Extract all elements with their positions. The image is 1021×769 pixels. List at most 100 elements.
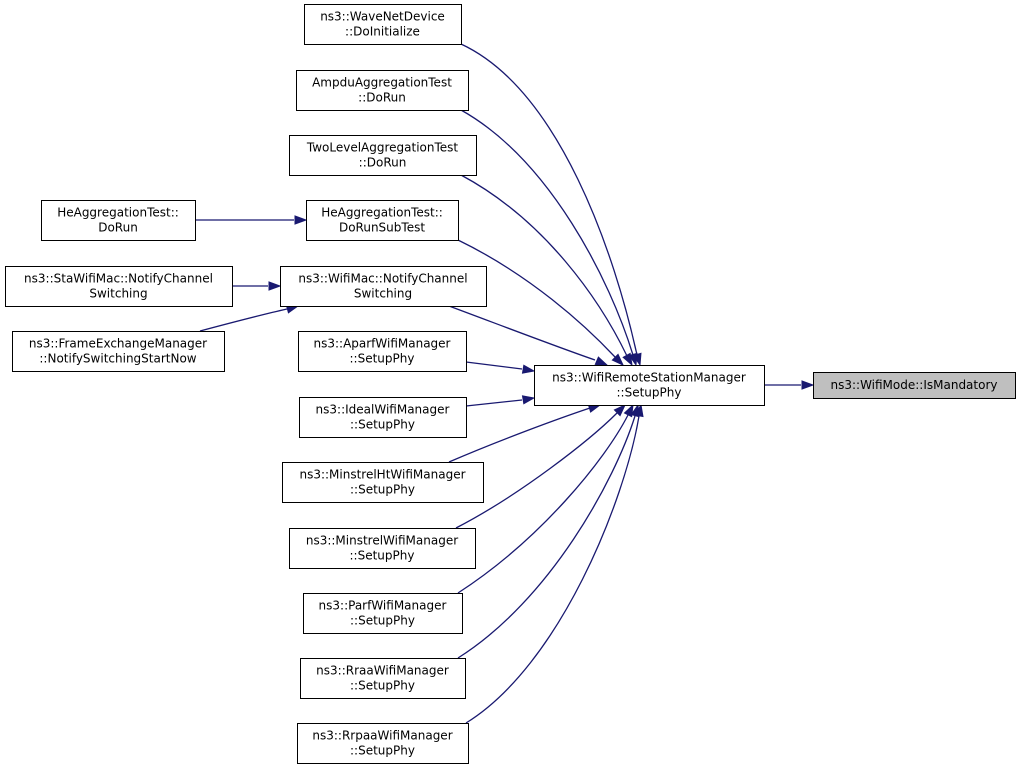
edge-minstrel_setupphy-to-wrsm_setupphy [455,403,627,529]
node-label-line: ns3::WifiRemoteStationManager [552,371,746,385]
node-label-line: DoRun [98,221,138,235]
edge-line [460,109,634,356]
node-box[interactable] [280,266,487,307]
node-label-line: HeAggregationTest:: [321,206,443,220]
node-box[interactable] [534,365,765,406]
node-label-line: ns3::WaveNetDevice [320,10,445,24]
node-box[interactable] [289,135,477,176]
node-ismandatory[interactable]: ns3::WifiMode::IsMandatory [813,372,1016,399]
edge-line [460,43,638,356]
edge-line [455,412,618,529]
node-label-line: Switching [354,287,412,301]
node-label-line: ::SetupPhy [350,352,415,366]
node-minstrel-setupphy[interactable]: ns3::MinstrelWifiManager::SetupPhy [289,528,476,569]
node-box[interactable] [282,462,484,503]
edge-wifimac_notify-to-wrsm_setupphy [448,305,609,366]
edge-line [448,407,591,463]
node-label-line: ::DoRun [358,91,406,105]
edge-minstrelht_setupphy-to-wrsm_setupphy [448,403,602,463]
node-label-line: ns3::AparfWifiManager [313,337,450,351]
node-label-line: DoRunSubTest [339,221,425,235]
nodes-layer: ns3::WifiMode::IsMandatory ns3::WifiRemot… [5,4,1016,764]
node-label-line: ::SetupPhy [350,744,415,758]
edge-line [457,414,629,594]
edge-parf_setupphy-to-wrsm_setupphy [457,403,634,594]
arrowhead-icon [623,403,634,418]
node-box[interactable] [298,331,467,372]
arrowhead-icon [611,353,625,367]
node-label-line: AmpduAggregationTest [312,76,452,90]
edge-he_dorun-to-he_dorunsubtest [195,215,308,225]
node-label-line: ::NotifySwitchingStartNow [39,352,196,366]
node-box[interactable] [303,593,463,634]
node-he-dorunsubtest[interactable]: HeAggregationTest::DoRunSubTest [306,200,459,241]
edge-ampdu_dorun-to-wrsm_setupphy [460,109,638,367]
edge-line [465,415,640,724]
edge-line [457,239,616,358]
node-label-line: ::SetupPhy [350,418,415,432]
node-label-line: HeAggregationTest:: [57,206,179,220]
node-ampdu-dorun[interactable]: AmpduAggregationTest::DoRun [296,70,469,111]
node-box[interactable] [300,658,466,699]
edge-rrpaa_setupphy-to-wrsm_setupphy [465,403,644,724]
node-box[interactable] [299,397,467,438]
node-ideal-setupphy[interactable]: ns3::IdealWifiManager::SetupPhy [299,397,467,438]
node-label-line: ns3::FrameExchangeManager [29,337,207,351]
arrowhead-icon [294,215,308,225]
node-label-line: ::SetupPhy [617,386,682,400]
node-box[interactable] [41,200,196,241]
node-box[interactable] [296,70,469,111]
edge-aparf_setupphy-to-wrsm_setupphy [465,361,536,374]
node-wavenet-doinit[interactable]: ns3::WaveNetDevice::DoInitialize [304,4,462,45]
node-label-line: ns3::WifiMac::NotifyChannel [298,272,467,286]
node-box[interactable] [5,266,233,307]
edge-wavenet_doinit-to-wrsm_setupphy [460,43,642,367]
node-box[interactable] [297,723,469,764]
edge-line [457,415,636,659]
node-label-line: ::SetupPhy [350,679,415,693]
arrowhead-icon [634,403,644,418]
node-box[interactable] [12,331,225,372]
node-label-line: Switching [89,287,147,301]
edge-line [465,361,523,370]
node-label-line: ::SetupPhy [350,549,415,563]
node-twolevel-dorun[interactable]: TwoLevelAggregationTest::DoRun [289,135,477,176]
edge-line [460,174,628,357]
node-fem-notify[interactable]: ns3::FrameExchangeManager::NotifySwitchi… [12,331,225,372]
arrowhead-icon [622,352,633,367]
edge-fem_notify-to-wifimac_notify [199,304,300,332]
node-label-line: ns3::RrpaaWifiManager [312,729,452,743]
node-label-line: ::SetupPhy [350,614,415,628]
edge-ideal_setupphy-to-wrsm_setupphy [465,395,536,407]
arrowhead-icon [521,395,536,405]
node-label-line: ::DoRun [359,156,407,170]
node-box[interactable] [306,200,459,241]
edge-he_dorunsubtest-to-wrsm_setupphy [457,239,625,367]
node-parf-setupphy[interactable]: ns3::ParfWifiManager::SetupPhy [303,593,463,634]
node-label-line: ::DoInitialize [345,25,420,39]
node-label-line: ns3::WifiMode::IsMandatory [830,378,997,392]
node-box[interactable] [304,4,462,45]
arrowhead-icon [521,364,536,374]
node-he-dorun[interactable]: HeAggregationTest::DoRun [41,200,196,241]
node-wrsm-setupphy[interactable]: ns3::WifiRemoteStationManager::SetupPhy [534,365,765,406]
arrowhead-icon [594,356,609,366]
arrowhead-icon [613,403,627,417]
node-minstrelht-setupphy[interactable]: ns3::MinstrelHtWifiManager::SetupPhy [282,462,484,503]
edge-line [465,399,523,407]
node-rraa-setupphy[interactable]: ns3::RraaWifiManager::SetupPhy [300,658,466,699]
node-label-line: ns3::MinstrelWifiManager [306,534,458,548]
node-box[interactable] [289,528,476,569]
node-aparf-setupphy[interactable]: ns3::AparfWifiManager::SetupPhy [298,331,467,372]
node-box[interactable] [813,372,1016,399]
edge-twolevel_dorun-to-wrsm_setupphy [460,174,633,367]
arrowhead-icon [268,281,282,291]
edge-line [199,308,288,332]
node-label-line: ns3::RraaWifiManager [316,664,449,678]
node-label-line: ns3::IdealWifiManager [316,403,450,417]
edge-line [448,305,596,361]
node-rrpaa-setupphy[interactable]: ns3::RrpaaWifiManager::SetupPhy [297,723,469,764]
